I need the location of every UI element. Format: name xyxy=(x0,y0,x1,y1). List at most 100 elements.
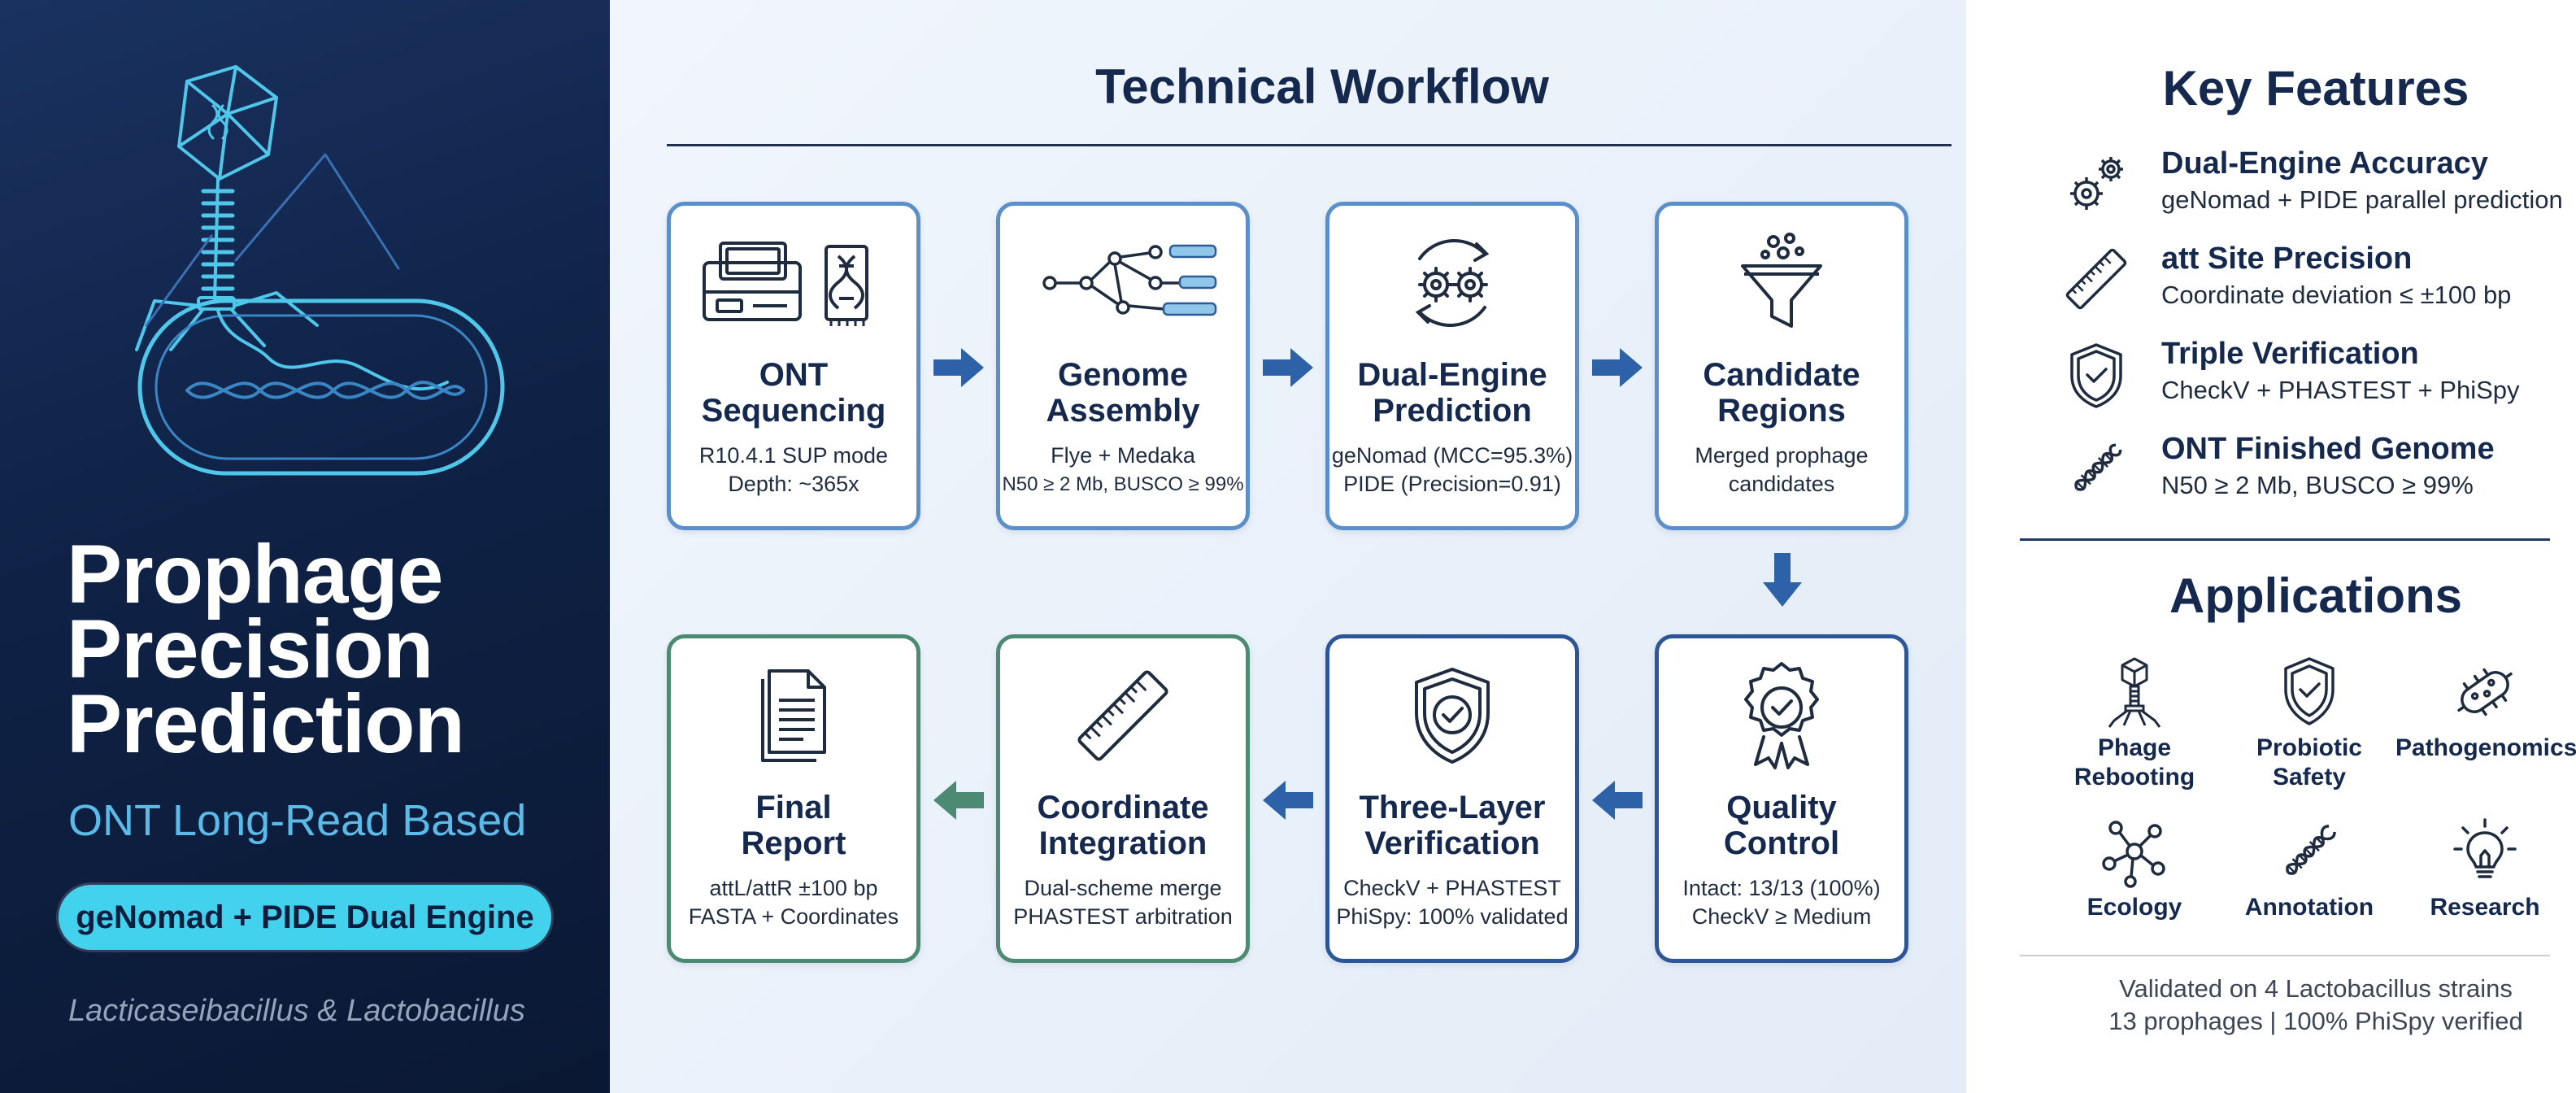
step-title-line: Genome xyxy=(1057,357,1189,393)
shield-check-icon xyxy=(2284,657,2334,725)
arrow-right-icon xyxy=(933,348,984,387)
step-title-line: Candidate xyxy=(1703,357,1860,393)
app-label-line: Annotation xyxy=(2244,894,2374,921)
hero-title-line: Prophage xyxy=(67,528,443,621)
key-features-heading: Key Features xyxy=(2162,61,2469,115)
step-desc-line: CheckV ≥ Medium xyxy=(1691,904,1872,929)
applications-divider xyxy=(2020,955,2550,956)
hero-subtitle: ONT Long-Read Based xyxy=(68,796,527,845)
hero-title-line: Precision xyxy=(67,603,433,695)
shield-check-icon xyxy=(1415,668,1490,764)
step-title-line: Coordinate xyxy=(1037,790,1209,825)
network-icon xyxy=(2102,821,2165,888)
application-ecology: Ecology xyxy=(2045,815,2224,953)
feature-title: ONT Finished Genome xyxy=(2161,432,2495,466)
step-title-line: Regions xyxy=(1717,393,1846,429)
bacterium-icon xyxy=(2457,668,2513,716)
step-title-line: Quality xyxy=(1726,790,1837,825)
step-title-line: ONT xyxy=(759,357,829,393)
dna-icon xyxy=(2286,825,2336,875)
step-title-line: Sequencing xyxy=(701,393,886,429)
application-annotation: Annotation xyxy=(2220,815,2399,953)
validation-note: Validated on 4 Lactobacillus strains 13 … xyxy=(1966,973,2576,1038)
hero-title: Prophage Precision Prediction xyxy=(67,528,587,765)
step-desc-line: N50 ≥ 2 Mb, BUSCO ≥ 99% xyxy=(1002,473,1244,495)
app-label-line: Probiotic xyxy=(2256,734,2362,761)
step-desc-line: FASTA + Coordinates xyxy=(688,904,899,929)
dual-gears-cycle-icon xyxy=(1415,239,1490,327)
lightbulb-icon xyxy=(2453,818,2517,878)
feature-desc: Coordinate deviation ≤ ±100 bp xyxy=(2161,281,2512,309)
sequencer-icon xyxy=(703,242,868,326)
step-desc-line: candidates xyxy=(1728,472,1835,496)
workflow-title: Technical Workflow xyxy=(1095,59,1549,114)
step-title-line: Dual-Engine xyxy=(1357,357,1547,393)
step-title-line: Control xyxy=(1723,825,1840,861)
ruler-icon xyxy=(2065,248,2127,310)
step-desc-line: Flye + Medaka xyxy=(1051,443,1195,468)
feature-desc: CheckV + PHASTEST + PhiSpy xyxy=(2161,376,2520,404)
validation-line: Validated on 4 Lactobacillus strains xyxy=(2119,974,2513,1003)
feature-title: att Site Precision xyxy=(2161,242,2413,276)
app-label-line: Research xyxy=(2430,894,2540,921)
arrow-right-icon xyxy=(1592,348,1643,387)
step-desc-line: Dual-scheme merge xyxy=(1024,876,1222,900)
feature-triple-verification: Triple Verification CheckV + PHASTEST + … xyxy=(2008,337,2561,418)
hero-footnote: Lacticaseibacillus & Lactobacillus xyxy=(68,994,525,1028)
feature-desc: geNomad + PIDE parallel prediction xyxy=(2161,185,2563,214)
step-desc-line: attL/attR ±100 bp xyxy=(709,876,878,900)
step-desc-line: PhiSpy: 100% validated xyxy=(1336,904,1569,929)
funnel-icon xyxy=(1741,233,1822,328)
award-badge-icon xyxy=(1744,662,1819,769)
bacteriophage-infecting-bacterium-icon xyxy=(135,65,505,476)
app-label-line: Safety xyxy=(2272,764,2347,790)
ruler-icon xyxy=(1077,670,1168,761)
step-desc-line: CheckV + PHASTEST xyxy=(1343,876,1561,900)
sidebar-panel: Key Features Dual-Engine Accuracy geNoma… xyxy=(1966,0,2576,1093)
step-desc-line: Merged prophage xyxy=(1695,443,1869,468)
step-title-line: Assembly xyxy=(1046,393,1200,429)
workflow-divider xyxy=(667,144,1952,146)
app-label-line: Phage xyxy=(2097,734,2172,761)
step-title-line: Integration xyxy=(1038,825,1208,861)
step-title-line: Verification xyxy=(1364,825,1540,861)
feature-desc: N50 ≥ 2 Mb, BUSCO ≥ 99% xyxy=(2161,471,2474,499)
application-research: Research xyxy=(2395,815,2574,953)
applications-heading: Applications xyxy=(2169,568,2463,623)
step-desc-line: PHASTEST arbitration xyxy=(1013,904,1233,929)
step-title-line: Final xyxy=(755,790,832,825)
step-desc-line: Intact: 13/13 (100%) xyxy=(1682,876,1881,900)
engine-pill-badge: geNomad + PIDE Dual Engine xyxy=(59,885,551,950)
shield-check-icon xyxy=(2070,343,2122,408)
dna-icon xyxy=(2074,443,2122,491)
document-icon xyxy=(761,669,826,762)
step-desc-line: Depth: ~365x xyxy=(728,472,859,496)
phage-icon xyxy=(2108,657,2161,728)
hero-panel: Prophage Precision Prediction ONT Long-R… xyxy=(0,0,610,1093)
step-desc-line: R10.4.1 SUP mode xyxy=(698,443,889,468)
step-title-line: Report xyxy=(741,825,846,861)
arrow-left-icon xyxy=(933,781,984,820)
arrow-down-icon xyxy=(1763,553,1802,607)
application-pathogenomics: Pathogenomics xyxy=(2395,655,2576,794)
gears-icon xyxy=(2070,157,2123,210)
step-title-line: Prediction xyxy=(1373,393,1532,429)
step-title-line: Three-Layer xyxy=(1359,790,1546,825)
validation-line: 13 prophages | 100% PhiSpy verified xyxy=(2108,1007,2523,1035)
app-label-line: Ecology xyxy=(2086,894,2182,921)
feature-att-site-precision: att Site Precision Coordinate deviation … xyxy=(2008,242,2561,323)
arrow-left-icon xyxy=(1592,781,1643,820)
step-desc-line: PIDE (Precision=0.91) xyxy=(1343,472,1561,496)
feature-ont-finished-genome: ONT Finished Genome N50 ≥ 2 Mb, BUSCO ≥ … xyxy=(2008,432,2561,513)
